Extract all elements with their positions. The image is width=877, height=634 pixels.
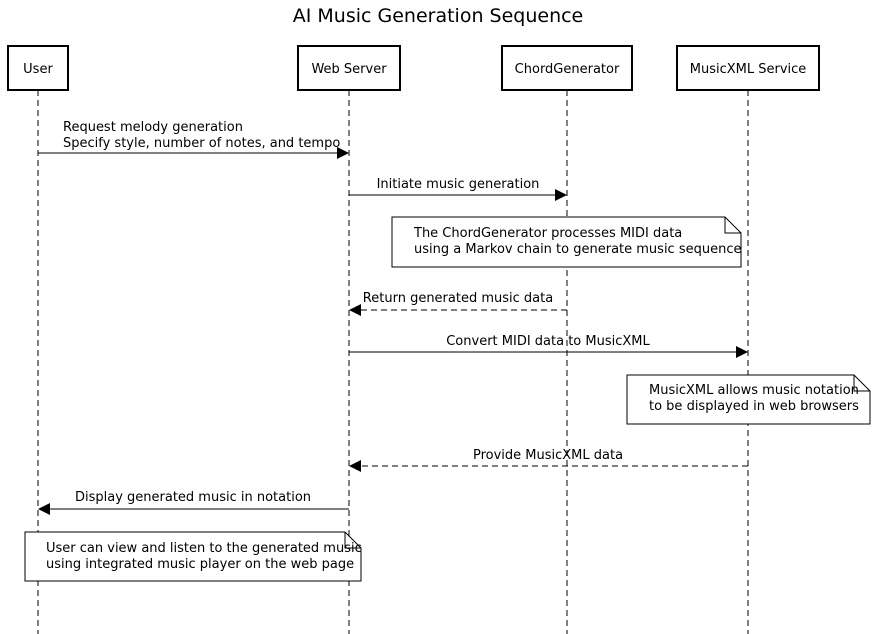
participant-label: User	[23, 62, 53, 77]
message-label: Display generated music in notation	[75, 490, 311, 505]
message-convert-midi: Convert MIDI data to MusicXML	[349, 334, 748, 358]
note-musicxml: MusicXML allows music notation to be dis…	[626, 374, 871, 425]
message-display-notation: Display generated music in notation	[38, 490, 349, 515]
message-label: Request melody generation	[63, 120, 243, 135]
note-text: using a Markov chain to generate music s…	[414, 242, 741, 257]
message-label: Provide MusicXML data	[473, 448, 623, 463]
diagram-title: AI Music Generation Sequence	[293, 5, 584, 27]
message-label: Convert MIDI data to MusicXML	[446, 334, 650, 349]
participant-web-server: Web Server	[297, 45, 401, 91]
note-text: User can view and listen to the generate…	[46, 541, 362, 556]
note-user-playback: User can view and listen to the generate…	[24, 531, 362, 582]
note-text: to be displayed in web browsers	[649, 399, 859, 414]
participant-chord-generator: ChordGenerator	[501, 45, 633, 91]
note-text: using integrated music player on the web…	[46, 557, 354, 572]
note-text: MusicXML allows music notation	[649, 383, 859, 398]
message-return-music-data: Return generated music data	[349, 291, 567, 316]
participant-musicxml-service: MusicXML Service	[676, 45, 820, 91]
note-text: The ChordGenerator processes MIDI data	[413, 226, 682, 241]
participant-label: MusicXML Service	[690, 62, 807, 77]
message-label: Specify style, number of notes, and temp…	[63, 136, 340, 151]
message-label: Return generated music data	[363, 291, 553, 306]
message-label: Initiate music generation	[377, 177, 540, 192]
message-initiate-generation: Initiate music generation	[349, 177, 567, 201]
participant-label: ChordGenerator	[515, 62, 620, 77]
participant-user: User	[7, 45, 69, 91]
message-request-melody: Request melody generation Specify style,…	[38, 120, 349, 159]
participant-label: Web Server	[311, 62, 387, 77]
message-provide-musicxml: Provide MusicXML data	[349, 448, 748, 472]
note-chord-generator: The ChordGenerator processes MIDI data u…	[391, 216, 742, 268]
